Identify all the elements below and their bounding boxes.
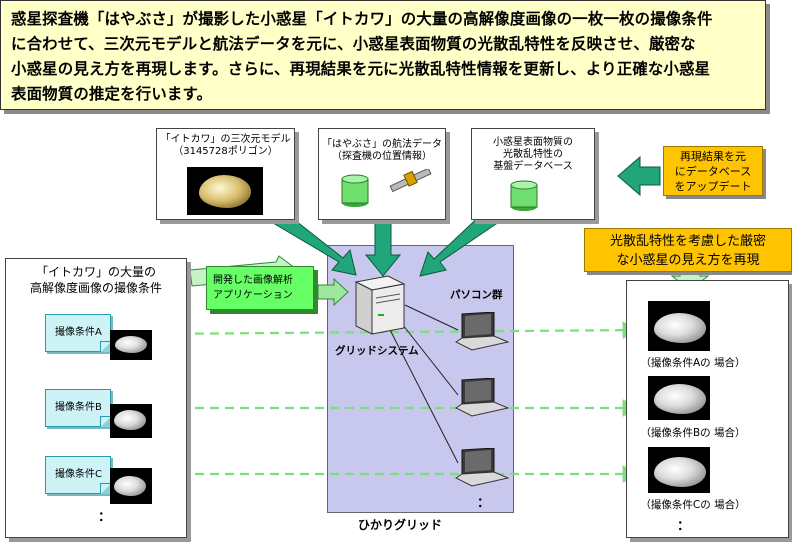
result-banner: 光散乱特性を考慮した厳密 な小惑星の見え方を再現 [584, 228, 792, 272]
result-caption-c: （撮像条件Cの 場合） [640, 499, 746, 511]
server-to-pc3 [384, 319, 459, 464]
app-line-2: アプリケーション [213, 290, 293, 301]
app-line-1: 開発した画像解析 [213, 275, 293, 286]
laptop-icon [455, 378, 510, 417]
grid-system-label: グリッドシステム [335, 345, 419, 357]
pc-ellipsis: ： [477, 496, 491, 511]
result-caption-b: （撮像条件Bの 場合） [640, 427, 746, 439]
conditions-ellipsis: ： [98, 510, 112, 525]
laptop-icon [455, 312, 510, 351]
db-label-2: 光散乱特性の [503, 149, 563, 160]
intro-line: 表面物質の推定を行います。 [11, 85, 213, 103]
arrow-nav-to-grid [364, 219, 402, 277]
arrow-db-to-grid [419, 209, 500, 277]
condition-a-label: 撮像条件A [55, 327, 102, 338]
rendered-result-image-c [648, 447, 710, 493]
intro-line: に合わせて、三次元モデルと航法データを元に、小惑星表面物質の光散乱特性を反映させ… [11, 35, 696, 53]
asteroid-image-a [110, 330, 152, 360]
update-line-1: 再現結果を元 [680, 150, 746, 163]
arrow-app-to-server [317, 277, 349, 307]
source-database-box: 小惑星表面物質の 光散乱特性の 基盤データベース [471, 128, 595, 220]
condition-c-label: 撮像条件C [55, 469, 102, 480]
asteroid-image-b [110, 404, 152, 438]
arrow-update-to-db [617, 155, 661, 197]
source-3d-model-box: 「イトカワ」の三次元モデル （3145728ポリゴン） [156, 128, 295, 220]
results-ellipsis: ： [677, 519, 691, 534]
itokawa-3d-model-image [187, 167, 263, 215]
asteroid-image-c [110, 468, 152, 504]
rendered-result-image-a [648, 301, 710, 351]
spacecraft-icon [389, 169, 432, 193]
pc-cluster-label: パソコン群 [450, 289, 503, 301]
update-line-2: にデータベース [674, 165, 752, 178]
banner-line-1: 光散乱特性を考慮した厳密 [609, 234, 766, 249]
intro-box: 惑星探査機「はやぶさ」が撮影した小惑星「イトカワ」の大量の高解像度画像の一枚一枚… [0, 0, 766, 110]
intro-line: 小惑星の見え方を再現します。さらに、再現結果を元に光散乱特性情報を更新し、より正… [11, 60, 711, 78]
flow-line-a [149, 321, 641, 339]
banner-line-2: な小惑星の見え方を再現 [616, 253, 760, 268]
nav-label: 「はやぶさ」の航法データ [322, 139, 442, 150]
condition-a-note: 撮像条件A [45, 314, 111, 352]
update-line-3: をアップデート [674, 180, 752, 193]
server-icon [354, 275, 406, 335]
analysis-app-box: 開発した画像解析 アプリケーション [206, 266, 314, 310]
database-cylinder-icon [341, 169, 432, 207]
db-update-box: 再現結果を元 にデータベース をアップデート [663, 146, 763, 196]
result-caption-a: （撮像条件Aの 場合） [640, 357, 746, 369]
condition-b-note: 撮像条件B [45, 389, 111, 427]
model-polygon-count: （3145728ポリゴン） [173, 146, 278, 157]
server-to-pc1 [404, 304, 459, 331]
source-nav-data-box: 「はやぶさ」の航法データ （探査機の位置情報） [318, 128, 446, 220]
database-cylinder-icon [510, 180, 538, 211]
intro-line: 惑星探査機「はやぶさ」が撮影した小惑星「イトカワ」の大量の高解像度画像の一枚一枚… [11, 10, 713, 28]
laptop-icon [455, 448, 510, 487]
nav-sub-label: （探査機の位置情報） [332, 151, 432, 162]
conditions-title-1: 「イトカワ」の大量の [35, 265, 156, 279]
server-to-pc2 [394, 314, 459, 396]
db-label-3: 基盤データベース [493, 161, 573, 172]
rendered-result-image-b [648, 376, 710, 420]
condition-b-label: 撮像条件B [55, 402, 102, 413]
condition-c-note: 撮像条件C [45, 456, 111, 494]
hikari-grid-label: ひかりグリッド [358, 518, 443, 532]
db-label-1: 小惑星表面物質の [493, 137, 573, 148]
conditions-title-2: 高解像度画像の撮像条件 [29, 281, 162, 295]
model-label: 「イトカワ」の三次元モデル [160, 134, 291, 145]
